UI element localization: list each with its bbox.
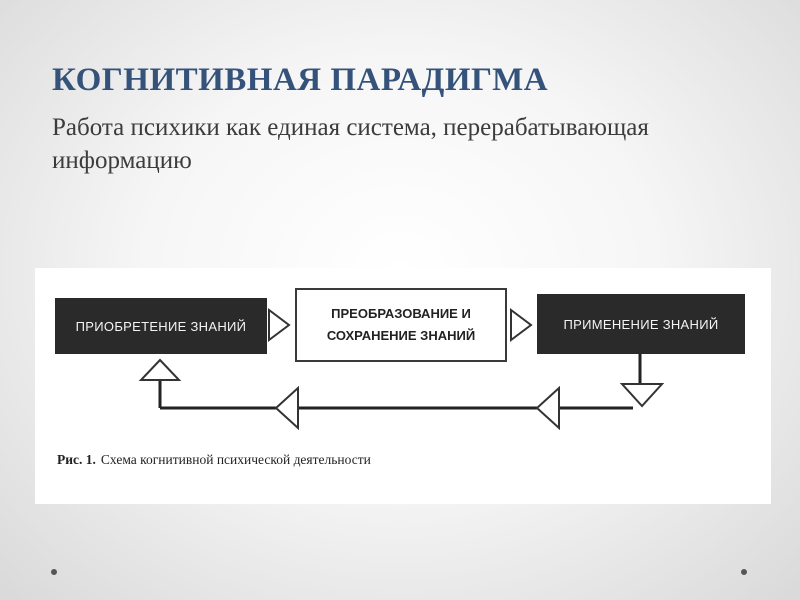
arrow-transform-to-apply bbox=[510, 308, 533, 342]
arrow-feedback-down bbox=[619, 383, 665, 408]
node-transform-store-knowledge: ПРЕОБРАЗОВАНИЕ И СОХРАНЕНИЕ ЗНАНИЙ bbox=[295, 288, 507, 362]
slide-dot-right bbox=[741, 569, 747, 575]
node-acquire-knowledge: ПРИОБРЕТЕНИЕ ЗНАНИЙ bbox=[55, 298, 267, 354]
slide-dot-left bbox=[51, 569, 57, 575]
arrow-feedback-up bbox=[138, 358, 182, 381]
slide-title: КОГНИТИВНАЯ ПАРАДИГМА bbox=[52, 62, 549, 98]
figure-caption-label: Рис. 1. bbox=[57, 452, 96, 467]
arrow-feedback-left-1 bbox=[535, 385, 560, 431]
figure-caption: Рис. 1. Схема когнитивной психической дея… bbox=[57, 452, 371, 468]
arrow-feedback-left-2 bbox=[274, 385, 299, 431]
arrow-acquire-to-transform bbox=[268, 308, 291, 342]
figure-caption-text: Схема когнитивной психической деятельнос… bbox=[100, 452, 371, 467]
node-apply-knowledge: ПРИМЕНЕНИЕ ЗНАНИЙ bbox=[537, 294, 745, 354]
diagram-connectors bbox=[138, 308, 665, 431]
slide-subtitle: Работа психики как единая система, перер… bbox=[52, 114, 649, 174]
diagram-figure: ПРИОБРЕТЕНИЕ ЗНАНИЙ ПРЕОБРАЗОВАНИЕ И СОХ… bbox=[35, 268, 771, 504]
